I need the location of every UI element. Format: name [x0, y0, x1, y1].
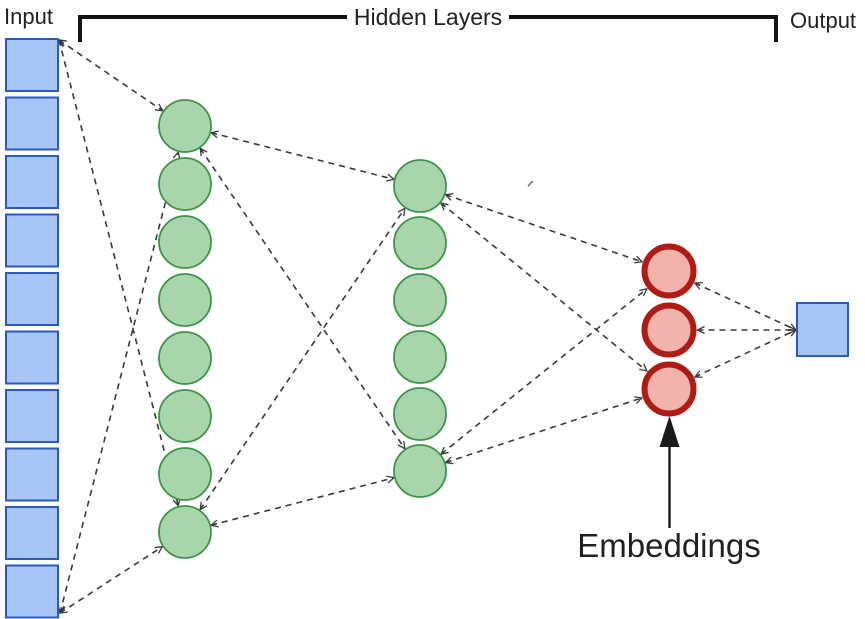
connector-line: [441, 289, 647, 454]
hidden-layers-label: Hidden Layers: [354, 4, 502, 30]
connector-line: [59, 40, 163, 111]
embedding-node: [641, 302, 697, 358]
connector-line: [60, 152, 178, 613]
hidden1-node: [158, 99, 212, 153]
connector-line: [446, 195, 642, 262]
input-label: Input: [4, 4, 53, 29]
connector-line: [695, 283, 796, 330]
hidden1-node: [158, 331, 212, 385]
embedding-node: [641, 243, 697, 299]
hidden-layer-2: [393, 159, 447, 498]
hidden1-node: [158, 273, 212, 327]
connector-line: [695, 330, 796, 377]
embeddings-label: Embeddings: [577, 527, 760, 564]
hidden-layer-1: [158, 99, 212, 559]
input-layer: [5, 38, 59, 619]
output-layer: [796, 302, 849, 357]
connector-line: [211, 478, 394, 525]
embedding-node: [641, 361, 697, 417]
input-node: [5, 564, 59, 619]
connector-lines: [59, 40, 796, 613]
input-node: [5, 96, 59, 151]
hidden1-node: [158, 447, 212, 501]
embeddings-arrow: [659, 416, 680, 528]
input-node: [5, 506, 59, 560]
connector-line: [200, 148, 405, 448]
stray-mark: [527, 180, 534, 187]
hidden2-node: [393, 159, 447, 213]
hidden-layers-bracket: [78, 15, 778, 42]
hidden2-node: [393, 387, 447, 441]
hidden2-node: [393, 444, 447, 498]
hidden1-node: [158, 215, 212, 269]
connector-line: [200, 208, 405, 509]
connector-line: [446, 398, 642, 463]
output-label: Output: [790, 8, 856, 33]
hidden2-node: [393, 330, 447, 384]
hidden2-node: [393, 216, 447, 270]
embeddings-layer: [641, 243, 697, 417]
hidden2-node: [393, 273, 447, 327]
hidden1-node: [158, 505, 212, 559]
input-node: [5, 389, 59, 443]
input-node: [5, 155, 59, 209]
output-node: [796, 302, 849, 357]
connector-line: [211, 133, 394, 180]
input-node: [5, 38, 59, 92]
input-node: [5, 447, 59, 502]
input-node: [5, 272, 59, 326]
hidden1-node: [158, 157, 212, 211]
hidden1-node: [158, 389, 212, 443]
input-node: [5, 213, 59, 268]
connector-line: [60, 547, 162, 613]
input-node: [5, 330, 59, 385]
